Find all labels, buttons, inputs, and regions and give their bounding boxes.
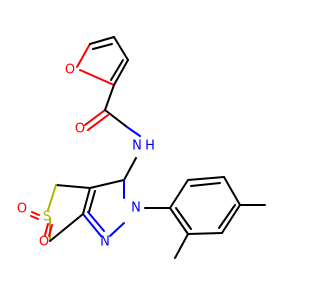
- bond-c6-c6a: [49, 213, 84, 242]
- bond-s-o-top-a: [31, 211, 40, 216]
- bond-o-c5: [76, 43, 91, 68]
- bond-c6a-n1: [82, 213, 102, 237]
- bond-c5-c4: [89, 36, 115, 45]
- bond-carbonyl-n: [104, 109, 128, 128]
- bond-ar-3: [223, 176, 241, 206]
- bond-s-o-bottom-a: [44, 223, 49, 236]
- sulfur-label: S: [43, 210, 51, 225]
- bond-ortho-methyl: [174, 233, 189, 259]
- bond-c3a-c6a-inner: [88, 190, 96, 213]
- bond-c4-s: [47, 184, 57, 211]
- furan-ring: [76, 36, 129, 86]
- bond-c4-c3: [113, 36, 129, 61]
- bond-carbonyl-double-a: [84, 109, 106, 126]
- bond-n-c3: [123, 157, 137, 181]
- dimethylphenyl-ring: [144, 176, 266, 259]
- bond-c3a-c4: [55, 184, 91, 189]
- molecule-structure: O O N H N N S O O: [0, 0, 300, 300]
- bond-ar-4: [221, 204, 241, 234]
- bond-ar-6-inner: [175, 207, 192, 230]
- bond-c3-c2-inner: [110, 59, 124, 81]
- amide-hydrogen-label: H: [145, 139, 155, 154]
- bond-n1-n2: [109, 222, 125, 237]
- amide-group: [84, 84, 141, 181]
- bond-c3a-c6a: [82, 187, 91, 215]
- bond-c3-c2: [113, 59, 129, 86]
- bond-ar-5: [187, 232, 223, 235]
- bond-s-o-bottom-b: [48, 224, 53, 237]
- bond-ar-6: [169, 207, 189, 235]
- canvas-background: [0, 0, 300, 300]
- pyrazole-ring: [82, 179, 125, 237]
- bond-ar-4-inner: [218, 204, 236, 229]
- furan-oxygen-label: O: [65, 63, 75, 78]
- bond-c6a-n1-inner: [87, 211, 105, 232]
- bond-ar-2-inner: [190, 182, 221, 187]
- bond-c5-c4-inner: [92, 43, 113, 50]
- pyrazole-n2-label: N: [131, 201, 141, 216]
- bond-s-o-top-b: [30, 215, 39, 220]
- bond-ar-1: [169, 179, 189, 209]
- bond-carbonyl-double-b: [87, 114, 109, 131]
- amide-nitrogen-label: N: [132, 139, 142, 154]
- sulfone-oxygen-bottom-label: O: [39, 235, 49, 250]
- bond-c3-c3a: [89, 179, 125, 189]
- sulfone-oxygen-top-label: O: [17, 202, 27, 217]
- sulfolane-ring: [30, 184, 91, 242]
- pyrazole-n1-label: N: [100, 235, 110, 250]
- atom-labels: O O N H N N S O O: [17, 63, 155, 250]
- bond-n-amide: [126, 126, 141, 137]
- bond-c2-carbonyl: [104, 84, 115, 111]
- bond-ar-2: [187, 176, 225, 181]
- bond-c2-o: [79, 69, 115, 86]
- carbonyl-oxygen-label: O: [75, 122, 85, 137]
